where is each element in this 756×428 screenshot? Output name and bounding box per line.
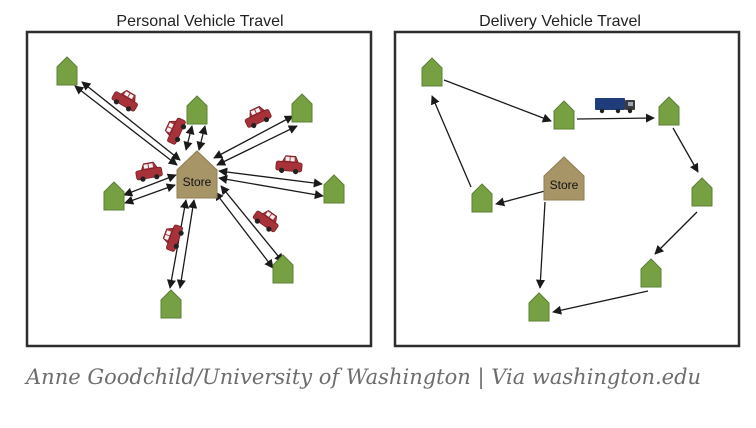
house-delivery-2 [553, 100, 575, 130]
store-label-delivery: Store [550, 178, 579, 192]
delivery-houses [421, 57, 713, 322]
house-delivery-5 [640, 258, 662, 288]
arrow-personal-14 [176, 199, 198, 289]
panel-title-personal: Personal Vehicle Travel [116, 13, 283, 30]
car-2 [164, 117, 187, 145]
house-personal-3 [291, 93, 313, 123]
store-personal: Store [176, 150, 218, 199]
arrow-personal-9 [218, 167, 323, 188]
house-personal-7 [160, 289, 182, 319]
car-5 [275, 155, 303, 175]
car-3 [244, 105, 272, 129]
panel-frame-delivery [393, 30, 741, 348]
arrow-delivery-2 [552, 290, 649, 315]
arrow-personal-11 [214, 191, 274, 269]
arrow-delivery-1 [535, 201, 546, 289]
arrow-delivery-4 [672, 127, 699, 173]
house-personal-2 [186, 95, 208, 125]
house-personal-4 [103, 181, 125, 211]
car-7 [162, 224, 184, 252]
arrow-personal-10 [218, 174, 324, 200]
panel-title-delivery: Delivery Vehicle Travel [479, 13, 641, 30]
personal-cars [111, 89, 303, 252]
car-4 [135, 161, 163, 182]
car-1 [111, 89, 138, 112]
store-delivery: Store [543, 156, 585, 201]
arrow-personal-8 [124, 183, 176, 205]
house-personal-1 [56, 56, 78, 86]
house-delivery-3 [658, 96, 680, 126]
arrow-delivery-8 [495, 190, 546, 207]
personal-houses [56, 56, 345, 319]
arrow-personal-3 [183, 125, 195, 151]
personal-trip-arrows [74, 81, 324, 289]
arrow-delivery-3 [654, 211, 698, 255]
image-caption: Anne Goodchild/University of Washington … [26, 365, 702, 389]
panel-frame-personal [25, 30, 373, 348]
delivery-truck [595, 98, 635, 114]
house-delivery-1 [421, 57, 443, 87]
house-personal-5 [323, 174, 345, 204]
car-6 [252, 210, 279, 233]
house-delivery-6 [528, 292, 550, 322]
arrow-personal-4 [196, 125, 208, 151]
arrow-delivery-6 [443, 79, 552, 123]
house-personal-6 [272, 254, 294, 284]
arrow-delivery-5 [576, 113, 655, 123]
store-label-personal: Store [183, 175, 212, 189]
arrow-personal-12 [220, 185, 284, 263]
house-delivery-7 [471, 183, 493, 213]
arrow-personal-6 [216, 125, 298, 166]
arrow-delivery-7 [431, 95, 472, 188]
arrow-personal-2 [81, 81, 181, 161]
house-delivery-4 [691, 177, 713, 207]
delivery-route-arrows [431, 79, 699, 315]
